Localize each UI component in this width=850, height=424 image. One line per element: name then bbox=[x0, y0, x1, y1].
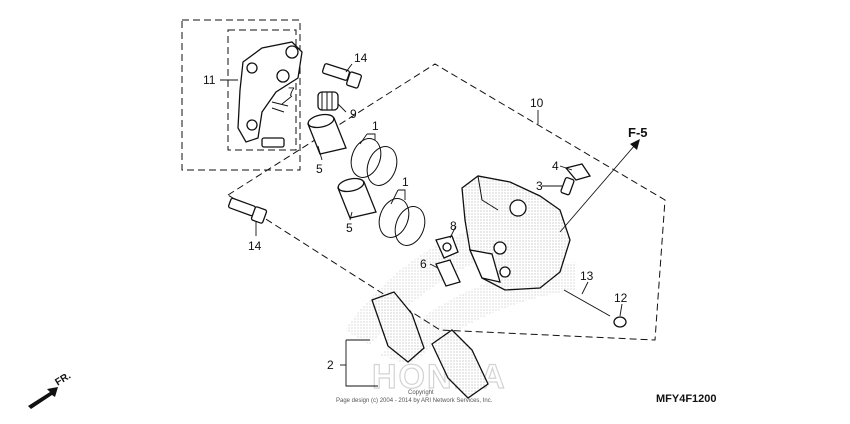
boot-seal bbox=[317, 91, 339, 111]
callout-2: 2 bbox=[327, 358, 334, 372]
brake-pad-inner bbox=[371, 291, 425, 363]
group-frame-bracket-inner bbox=[227, 29, 297, 151]
caliper-piston-upper bbox=[307, 113, 347, 155]
callout-1-upper: 1 bbox=[372, 119, 379, 133]
callout-14-upper: 14 bbox=[354, 51, 368, 65]
front-direction-arrow: FR. bbox=[28, 370, 73, 409]
copyright-line: Page design (c) 2004 - 2014 by ARI Netwo… bbox=[336, 398, 493, 404]
piston-seal-set-lower bbox=[378, 198, 426, 246]
bleeder-screw bbox=[560, 177, 575, 196]
group-frame-bracket bbox=[181, 19, 301, 171]
callout-3: 3 bbox=[536, 179, 543, 193]
caliper-piston-lower bbox=[337, 177, 377, 219]
callout-12: 12 bbox=[614, 291, 628, 305]
callout-5-upper: 5 bbox=[316, 162, 323, 176]
brake-pad-outer bbox=[431, 329, 489, 399]
reference-label: F-5 bbox=[628, 125, 648, 140]
caliper-bolt-lower bbox=[227, 197, 268, 224]
leader-lines bbox=[220, 63, 623, 387]
reference-arrow bbox=[559, 139, 640, 233]
callout-6: 6 bbox=[420, 257, 427, 271]
callout-14-lower: 14 bbox=[248, 239, 262, 253]
front-direction-label: FR. bbox=[53, 370, 73, 388]
group-frame-caliper-assembly bbox=[227, 63, 666, 341]
callout-7: 7 bbox=[288, 85, 295, 99]
callout-13: 13 bbox=[580, 269, 594, 283]
pad-spring bbox=[435, 259, 461, 287]
honda-watermark-text: HONDA bbox=[372, 358, 507, 396]
caliper-bolt-upper bbox=[321, 63, 362, 89]
caliper-bracket bbox=[237, 41, 303, 148]
callout-11: 11 bbox=[203, 73, 216, 87]
callout-10: 10 bbox=[530, 96, 544, 110]
pad-pin-retainer bbox=[613, 316, 627, 328]
callout-5-lower: 5 bbox=[346, 221, 353, 235]
piston-seal-set-upper bbox=[350, 138, 398, 186]
caliper-body bbox=[461, 175, 571, 291]
callout-8: 8 bbox=[450, 219, 457, 233]
diagram-code: MFY4F1200 bbox=[656, 393, 717, 405]
copyright-heading: Copyright bbox=[408, 390, 434, 396]
pad-pin-plug bbox=[435, 235, 459, 259]
bleeder-cap bbox=[564, 163, 592, 181]
pad-pin bbox=[563, 289, 611, 317]
callout-4: 4 bbox=[552, 159, 559, 173]
callout-1-lower: 1 bbox=[402, 175, 409, 189]
callout-9: 9 bbox=[350, 107, 357, 121]
